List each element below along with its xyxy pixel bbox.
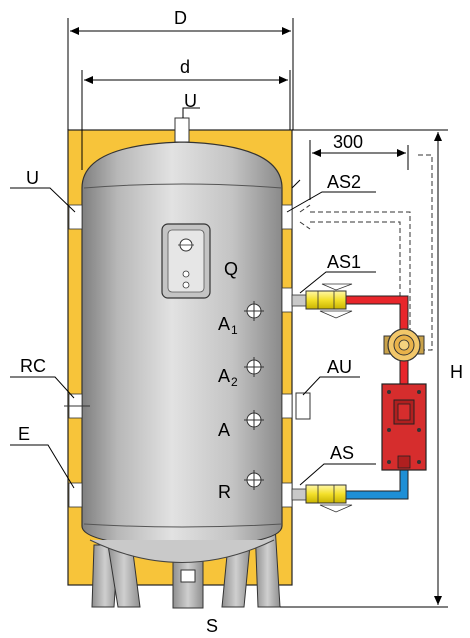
port-as xyxy=(281,482,293,508)
label-s: S xyxy=(206,616,218,636)
label-d-outer: D xyxy=(174,8,187,28)
label-u-left: U xyxy=(26,168,39,188)
hot-pipe-fill xyxy=(345,296,408,330)
label-300: 300 xyxy=(333,132,363,152)
tank-bottom-dish xyxy=(89,539,275,563)
label-r: R xyxy=(218,482,231,502)
port-as1 xyxy=(281,287,293,313)
tank-bottom-seam xyxy=(83,523,283,528)
outer-dashed-frame xyxy=(418,154,433,351)
pump-controller-icon xyxy=(381,383,427,471)
label-as1: AS1 xyxy=(327,252,361,272)
leader-u-left xyxy=(10,187,76,213)
socket-r-icon xyxy=(244,470,264,490)
flange-small-port-1 xyxy=(182,270,190,278)
port-u-left xyxy=(68,204,83,230)
label-d-inner: d xyxy=(180,57,190,77)
socket-a1-icon xyxy=(244,301,264,321)
port-au xyxy=(281,393,293,419)
label-as: AS xyxy=(330,443,354,463)
port-as2 xyxy=(281,204,293,230)
label-u-top: U xyxy=(184,91,197,111)
tank-top-seam xyxy=(83,183,283,189)
port-au-sensor xyxy=(295,392,311,420)
label-rc: RC xyxy=(20,356,46,376)
inspection-flange-inner xyxy=(167,229,205,293)
leader-u-top xyxy=(182,107,200,118)
as2-dashed-run xyxy=(310,211,411,340)
leader-rc xyxy=(10,376,75,399)
cold-pipe xyxy=(345,468,409,500)
leader-as1 xyxy=(299,271,376,294)
label-a2: A xyxy=(218,366,230,386)
cold-pipe-fill xyxy=(345,468,408,499)
label-q: Q xyxy=(224,259,238,279)
socket-a-icon xyxy=(244,410,264,430)
flange-small-port-2 xyxy=(182,281,190,289)
circulation-pump-icon xyxy=(383,328,425,362)
label-a2-sub: 2 xyxy=(231,375,238,389)
port-e xyxy=(68,482,83,508)
hot-pipe xyxy=(345,295,409,330)
leader-e xyxy=(10,444,75,489)
drain-port xyxy=(180,569,196,583)
label-e: E xyxy=(18,424,30,444)
as-fitting xyxy=(291,484,353,513)
leader-ditto xyxy=(291,179,301,189)
label-a: A xyxy=(218,420,230,440)
leader-au xyxy=(302,376,360,396)
label-h: H xyxy=(450,362,463,382)
as1-fitting xyxy=(291,283,353,319)
top-port-u xyxy=(174,117,190,143)
hot-pipe-to-pump xyxy=(399,357,409,385)
label-au: AU xyxy=(327,357,352,377)
socket-a2-icon xyxy=(244,357,264,377)
label-a1: A xyxy=(218,314,230,334)
leader-as2 xyxy=(286,191,376,213)
as2-dashed-pipe xyxy=(299,204,360,230)
label-as2: AS2 xyxy=(327,172,361,192)
label-a1-sub: 1 xyxy=(231,323,238,337)
leader-as xyxy=(299,463,376,486)
